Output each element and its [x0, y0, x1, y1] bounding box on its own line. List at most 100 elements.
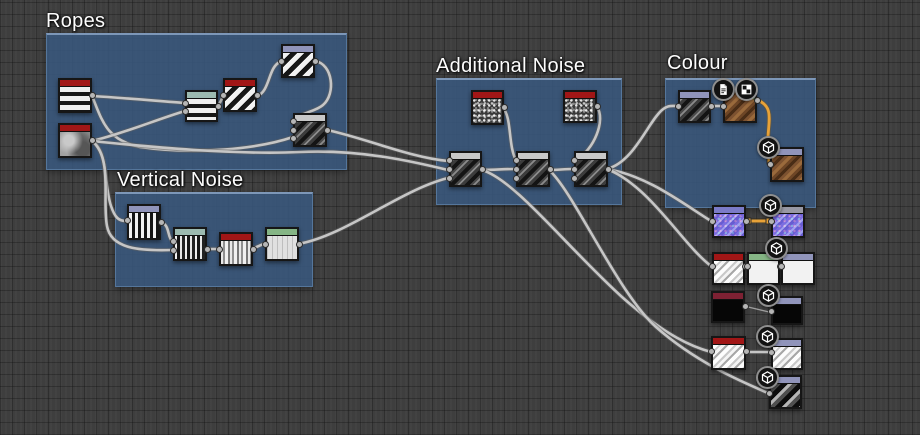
connector-input-2-rope-combine[interactable] — [289, 135, 297, 142]
view3d-icon[interactable] — [756, 135, 780, 159]
connector-input-1-rope-blend[interactable] — [181, 108, 189, 116]
connector-input-2-anoise-blend-3[interactable] — [570, 174, 578, 182]
node-normal-1[interactable] — [712, 205, 746, 238]
connector-input-2-anoise-blend-2[interactable] — [512, 174, 520, 182]
connector-output-vnoise-warp-2[interactable] — [249, 245, 257, 253]
connector-input-2-anoise-blend-1[interactable] — [445, 174, 453, 182]
connector-input-1-anoise-blend-1[interactable] — [445, 165, 453, 173]
connector-input-0-vnoise-soft[interactable] — [261, 240, 269, 248]
node-height-stripes[interactable] — [711, 336, 746, 370]
node-anoise-grunge-2[interactable] — [563, 90, 597, 123]
node-vnoise-soft[interactable] — [265, 227, 299, 261]
connector-input-0-rough-out[interactable] — [777, 263, 785, 271]
node-vnoise-warp-2[interactable] — [219, 232, 253, 266]
view3d-icon[interactable] — [758, 193, 782, 217]
connector-output-metal-source[interactable] — [741, 302, 749, 310]
connector-output-colour-base[interactable] — [707, 103, 715, 110]
node-thumbnail-white — [749, 261, 778, 283]
wire-combine-to-anoise1[interactable] — [325, 128, 450, 163]
connector-input-0-height-out[interactable] — [767, 348, 775, 356]
connector-input-0-normal-2[interactable] — [767, 218, 775, 225]
wire-gradient-to-blend[interactable] — [90, 94, 187, 105]
connector-output-anoise-grunge-2[interactable] — [593, 103, 601, 110]
connector-input-0-anoise-blend-2[interactable] — [512, 156, 520, 164]
node-vnoise-warp-1[interactable] — [173, 227, 207, 261]
view3d-icon[interactable] — [755, 324, 779, 348]
node-anoise-blend-1[interactable] — [449, 151, 482, 187]
connector-output-rope-gradient[interactable] — [88, 92, 96, 99]
connector-input-0-colour-base[interactable] — [674, 103, 682, 110]
wire-clouds-to-vstripes[interactable] — [90, 139, 128, 223]
node-rope-slope-2[interactable] — [281, 44, 315, 78]
connector-output-normal-1[interactable] — [742, 218, 750, 225]
node-rope-combine[interactable] — [293, 113, 327, 147]
node-rope-slope-1[interactable] — [223, 78, 257, 112]
connector-output-anoise-grunge-1[interactable] — [500, 104, 508, 111]
connector-output-vnoise-soft[interactable] — [295, 240, 303, 248]
view3d-icon[interactable] — [756, 283, 780, 307]
view3d-icon[interactable] — [755, 365, 779, 389]
node-rope-clouds[interactable] — [58, 123, 92, 158]
connector-input-0-rough-stripes[interactable] — [708, 263, 716, 271]
wire-vsoft-to-anoise1[interactable] — [296, 176, 450, 246]
connector-output-rope-blend[interactable] — [214, 102, 222, 110]
connector-input-0-rope-slope-2[interactable] — [277, 57, 285, 65]
connector-input-1-anoise-blend-2[interactable] — [512, 165, 520, 173]
connector-output-anoise-blend-3[interactable] — [604, 165, 612, 173]
node-anoise-blend-3[interactable] — [574, 151, 608, 187]
connector-input-1-anoise-blend-3[interactable] — [570, 165, 578, 173]
connector-input-0-metal-out[interactable] — [767, 308, 775, 316]
node-rough-stripes[interactable] — [712, 252, 745, 285]
wire-ablend3-to-colourbase[interactable] — [605, 104, 679, 171]
export-icon[interactable] — [711, 77, 735, 101]
connector-input-0-rope-combine[interactable] — [289, 118, 297, 125]
connector-output-rope-slope-1[interactable] — [253, 91, 261, 99]
connector-input-0-rope-blend[interactable] — [181, 100, 189, 108]
connector-input-1-rope-combine[interactable] — [289, 126, 297, 134]
connector-input-0-vnoise-warp-1[interactable] — [169, 238, 177, 246]
wire-ablend3-to-rough[interactable] — [605, 167, 713, 268]
connector-input-0-rough-levels[interactable] — [743, 263, 751, 271]
connector-input-0-rope-slope-1[interactable] — [219, 91, 227, 99]
connector-input-0-colour-output[interactable] — [719, 103, 727, 110]
connector-output-anoise-blend-1[interactable] — [478, 165, 486, 173]
frame-label-additional-noise: Additional Noise — [436, 55, 586, 77]
node-rough-out[interactable] — [781, 252, 815, 285]
node-rope-gradient[interactable] — [58, 78, 92, 113]
wire-clouds-to-anoise1[interactable] — [90, 139, 450, 172]
connector-input-0-colour-wood-2[interactable] — [766, 160, 774, 168]
connector-output-colour-output[interactable] — [753, 97, 761, 105]
wire-clouds-to-vstripes[interactable] — [89, 138, 129, 224]
node-anoise-grunge-1[interactable] — [471, 90, 504, 125]
connector-input-1-vnoise-warp-1[interactable] — [169, 246, 177, 254]
view3d-icon[interactable] — [764, 236, 788, 260]
connector-output-rope-clouds[interactable] — [88, 137, 96, 144]
node-vnoise-stripes[interactable] — [127, 204, 161, 240]
connector-output-vnoise-warp-1[interactable] — [203, 245, 211, 253]
wire-clouds-to-blend[interactable] — [90, 109, 187, 143]
connector-input-0-normal-1[interactable] — [708, 218, 716, 225]
connector-input-0-vnoise-warp-2[interactable] — [215, 245, 223, 253]
connector-input-0-ao-out[interactable] — [765, 390, 773, 398]
wire-grunge1-to-blend2[interactable] — [501, 106, 518, 162]
wire-ablend3-to-normal1[interactable] — [605, 167, 713, 223]
node-colour-base[interactable] — [678, 90, 711, 123]
node-anoise-blend-2[interactable] — [516, 151, 550, 187]
wire-ablend2-to-ao[interactable] — [547, 168, 770, 395]
connector-output-rope-combine[interactable] — [323, 126, 331, 134]
connector-input-0-anoise-blend-3[interactable] — [570, 156, 578, 164]
connector-output-anoise-blend-2[interactable] — [546, 165, 554, 173]
connector-input-0-vnoise-stripes[interactable] — [123, 217, 131, 225]
wire-clouds-to-warp1[interactable] — [90, 139, 174, 252]
connector-input-0-anoise-blend-1[interactable] — [445, 156, 453, 164]
bitmap-icon[interactable] — [734, 77, 758, 101]
node-rope-blend[interactable] — [185, 90, 218, 122]
wire-ablend1-to-height[interactable] — [480, 168, 713, 354]
node-thumbnail-diagdark — [451, 160, 480, 185]
connector-input-0-height-stripes[interactable] — [707, 348, 715, 356]
node-metal-source[interactable] — [711, 291, 745, 323]
connector-output-height-stripes[interactable] — [742, 348, 750, 356]
connector-output-vnoise-stripes[interactable] — [157, 218, 165, 226]
connector-output-rope-slope-2[interactable] — [311, 57, 319, 65]
